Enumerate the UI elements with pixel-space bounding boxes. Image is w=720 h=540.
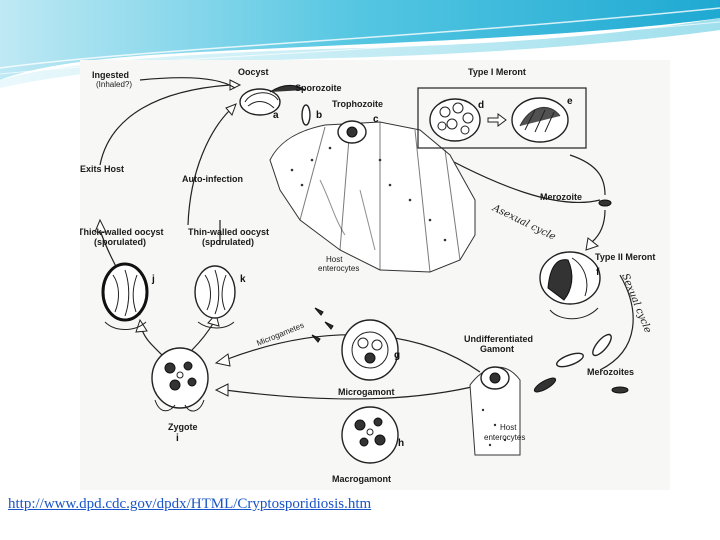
sporozoite-figure [301, 104, 311, 126]
letter-f: f [596, 267, 600, 278]
cryptosporidium-life-cycle-diagram: Ingested (Inhaled?) Oocyst Sporozoite Tr… [80, 60, 670, 490]
microgametes-figure [311, 307, 334, 343]
label-exits-host: Exits Host [80, 164, 124, 174]
label-inhaled: (Inhaled?) [96, 80, 132, 89]
label-trophozoite: Trophozoite [332, 99, 383, 109]
label-merozoite: Merozoite [540, 192, 582, 202]
label-thick-walled-2: (sporulated) [94, 237, 146, 247]
label-thin-walled-2: (sporulated) [202, 237, 254, 247]
label-type1-meront: Type I Meront [468, 67, 526, 77]
letter-b: b [316, 110, 322, 121]
label-undiff-2: Gamont [480, 344, 514, 354]
arrow-gamont-to-macrogamont [224, 384, 481, 400]
label-microgametes: Microgametes [255, 321, 305, 348]
label-host-bottom-1: Host [500, 423, 517, 432]
label-merozoites: Merozoites [587, 367, 634, 377]
source-link[interactable]: http://www.dpd.cdc.gov/dpdx/HTML/Cryptos… [8, 496, 372, 512]
arrow-d-to-e [487, 113, 507, 127]
arrowhead-type2 [585, 237, 600, 251]
host-enterocytes-top [269, 121, 476, 273]
host-enterocytes-bottom [469, 366, 521, 456]
letter-c: c [373, 114, 379, 125]
type1-meront-e [511, 97, 569, 143]
type2-meront-figure [539, 251, 601, 320]
arrow-sexual-cycle [599, 274, 634, 371]
letter-g: g [394, 350, 400, 361]
microgamont-figure [341, 319, 399, 381]
arrow-auto-infection [187, 109, 231, 226]
letter-e: e [567, 96, 573, 107]
label-zygote: Zygote [168, 422, 198, 432]
trophozoite-figure [337, 120, 367, 144]
undifferentiated-gamont-figure [480, 366, 510, 390]
label-thin-walled-1: Thin-walled oocyst [188, 227, 269, 237]
arrowhead-auto-infection [225, 103, 237, 116]
arrowhead-ingested [229, 79, 242, 91]
label-macrogamont: Macrogamont [332, 474, 391, 484]
merozoites-figure [533, 333, 629, 394]
label-asexual-cycle: Asexual cycle [490, 202, 558, 242]
zygote-figure [151, 347, 209, 412]
label-thick-walled-1: Thick-walled oocyst [80, 227, 164, 237]
label-host-top-1: Host [326, 255, 343, 264]
label-microgamont: Microgamont [338, 387, 395, 397]
thin-walled-oocyst-figure [194, 265, 236, 329]
oocyst-figure [239, 84, 306, 116]
label-host-top-2: enterocytes [318, 264, 359, 273]
letter-k: k [240, 274, 246, 285]
letter-j: j [151, 274, 155, 285]
arrowhead-j [135, 318, 148, 333]
type1-meront-box [417, 87, 587, 149]
label-sexual-cycle: Sexual cycle [619, 272, 653, 335]
label-host-bottom-2: enterocytes [484, 433, 525, 442]
type1-meront-d [429, 98, 481, 142]
arrow-zygote-to-k [191, 321, 215, 351]
thick-walled-oocyst-figure [101, 262, 149, 330]
label-undiff-1: Undifferentiated [464, 334, 533, 344]
merozoite-figure [598, 199, 612, 207]
macrogamont-figure [341, 406, 399, 464]
arrowhead-exits [94, 218, 107, 233]
letter-d: d [478, 100, 484, 111]
arrow-meront-to-merozoite [569, 154, 606, 196]
label-auto-infection: Auto-infection [182, 174, 243, 184]
arrow-ingested-to-oocyst [139, 77, 236, 89]
label-ingested: Ingested [92, 70, 129, 80]
arrow-merozoite-to-type2 [591, 209, 606, 243]
arrowhead-macro [214, 383, 229, 397]
arrow-exits-to-ingested [99, 84, 231, 166]
letter-h: h [398, 438, 404, 449]
letter-a: a [273, 110, 279, 121]
arrowhead-micro [214, 353, 231, 367]
label-sporozoite: Sporozoite [295, 83, 342, 93]
label-type2-meront: Type II Meront [595, 252, 655, 262]
arrow-zygote-to-j [141, 329, 163, 356]
label-oocyst: Oocyst [238, 67, 269, 77]
letter-i: i [176, 433, 179, 444]
